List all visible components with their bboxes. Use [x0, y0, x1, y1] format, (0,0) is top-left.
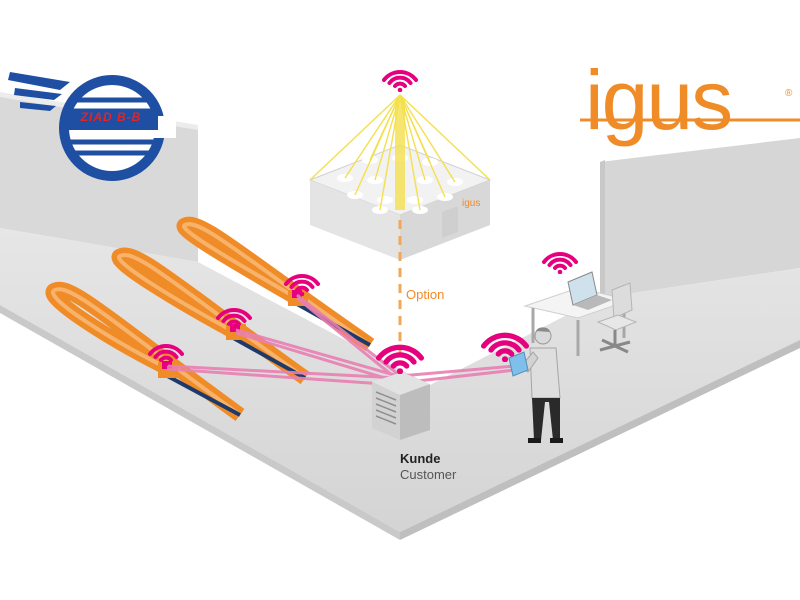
- wireless-signal-icon: [382, 70, 418, 92]
- signal-link-chain-2: [235, 328, 399, 378]
- server-icon: [372, 372, 430, 440]
- antenna-column: [395, 100, 405, 210]
- laptop-icon: [567, 271, 612, 310]
- signal-link-chain-3b: [296, 296, 399, 382]
- floor-front-edge-right: [400, 340, 800, 540]
- floor-front-edge-left: [0, 305, 400, 540]
- box-left: [310, 180, 400, 260]
- sensor-module-3: [292, 290, 302, 298]
- wireless-signal-icon: [542, 252, 578, 274]
- box-igus-label: igus: [462, 198, 481, 209]
- person-icon: [519, 327, 563, 443]
- option-label: Option: [406, 287, 445, 302]
- right-wall: [600, 138, 800, 298]
- signal-link-chain-2b: [235, 331, 399, 384]
- customer-label: Customer: [400, 467, 457, 482]
- signal-link-chain-3: [296, 293, 399, 376]
- kunde-label: Kunde: [400, 451, 441, 466]
- ziad-logo: [8, 72, 176, 181]
- right-wall-side: [600, 160, 605, 298]
- signal-links: [166, 293, 516, 387]
- signal-link-chain-1b: [166, 367, 399, 387]
- signal-link-tablet: [399, 364, 516, 378]
- box-door: [442, 206, 458, 238]
- tablet-icon: [508, 351, 529, 377]
- signal-link-chain-1: [166, 364, 399, 380]
- igus-logo: igus: [585, 53, 733, 147]
- ziad-logo-text: ZIAD B-B: [80, 110, 142, 124]
- igus-registered-mark: ®: [785, 88, 793, 99]
- office-chair-icon: [596, 282, 638, 354]
